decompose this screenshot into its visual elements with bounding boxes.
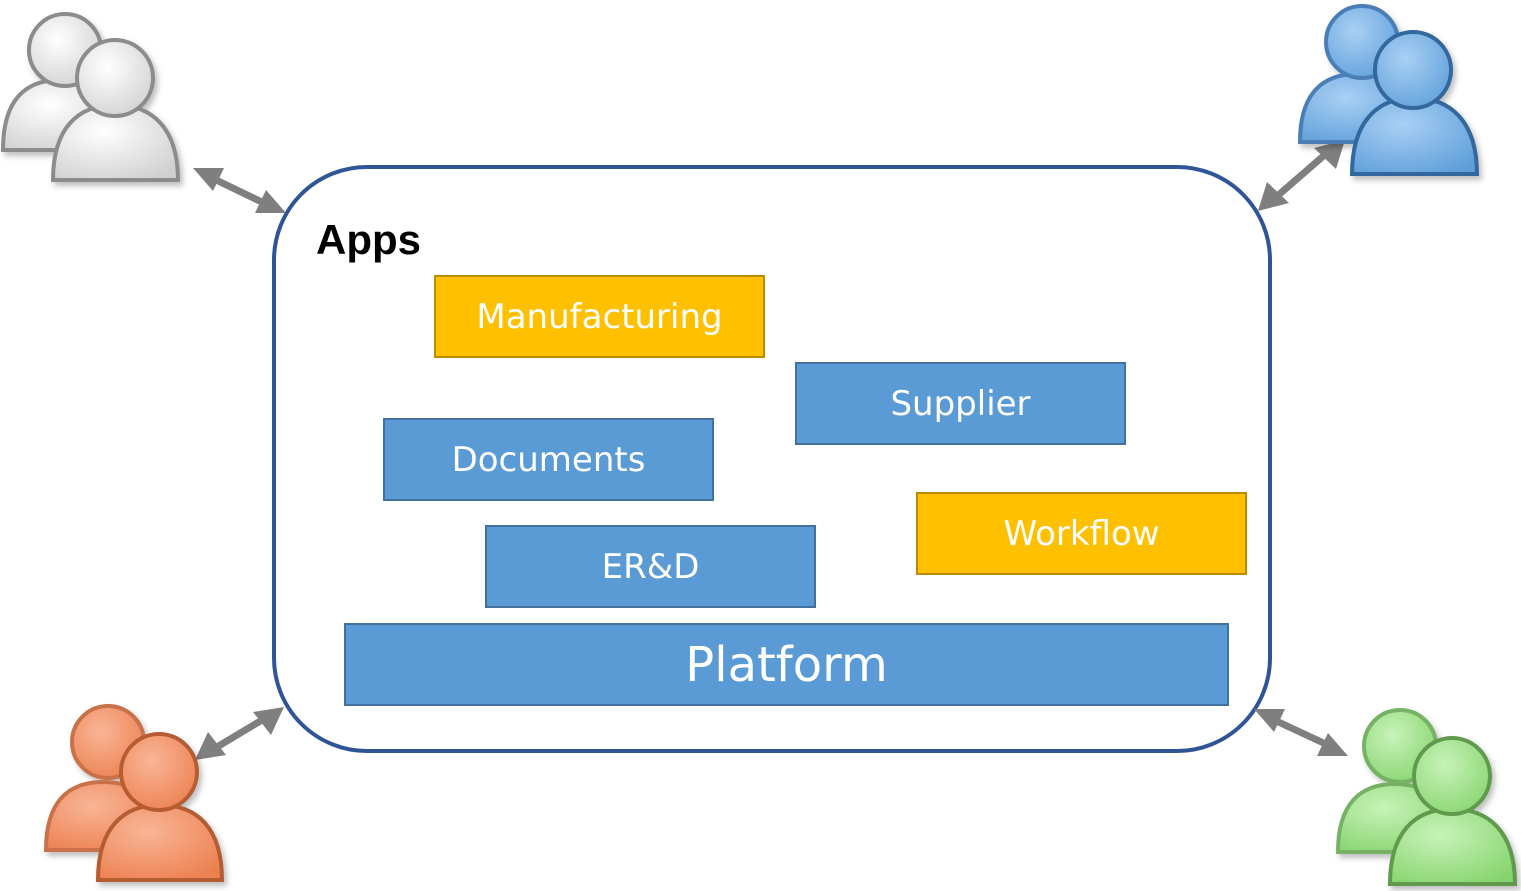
users-icon [1335,708,1518,886]
users-icon [43,704,225,882]
erd-box: ER&D [485,525,816,608]
workflow-box: Workflow [916,492,1247,575]
arrow-top-left [193,168,286,213]
arrow-top-right [1258,140,1345,211]
documents-box: Documents [383,418,714,501]
users-icon [1297,4,1480,176]
apps-title: Apps [316,216,421,263]
users-icon [0,12,181,182]
supplier-box: Supplier [795,362,1126,445]
platform-box: Platform [344,623,1229,706]
manufacturing-box: Manufacturing [434,275,765,358]
arrow-bottom-right [1254,709,1348,756]
arrow-bottom-left [195,707,284,760]
